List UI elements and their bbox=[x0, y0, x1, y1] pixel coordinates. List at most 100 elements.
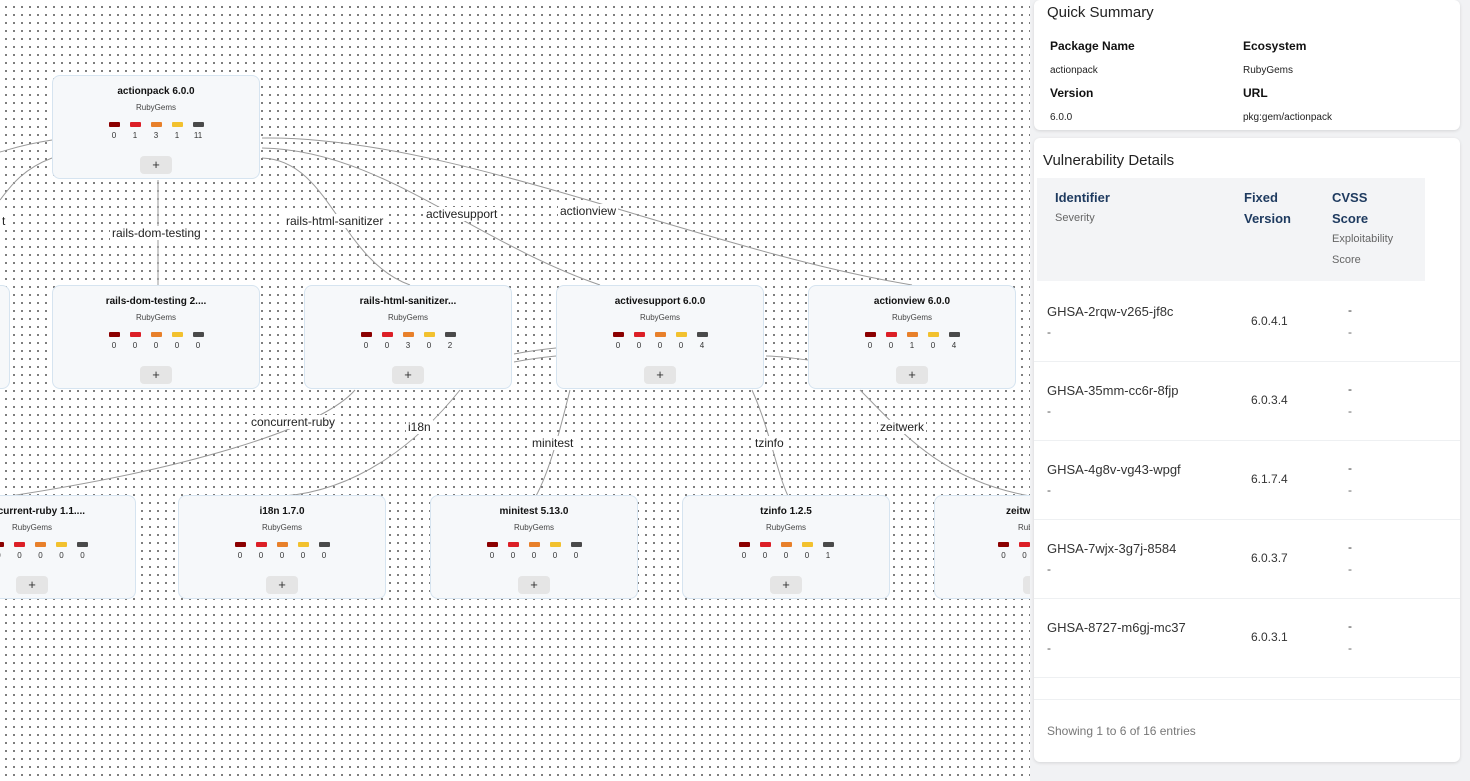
medium-bar bbox=[780, 542, 792, 547]
vulnerability-severity: - bbox=[1047, 483, 1051, 497]
exploitability-header-line1[interactable]: Exploitability bbox=[1332, 233, 1394, 245]
ecosystem-label: Ecosystem bbox=[1243, 39, 1307, 53]
quick-summary-title: Quick Summary bbox=[1047, 4, 1154, 21]
expand-node-button[interactable]: + bbox=[16, 576, 48, 594]
node-ecosystem: RubyGems bbox=[765, 523, 806, 532]
low-bar bbox=[801, 542, 813, 547]
low-bar bbox=[927, 332, 939, 337]
severity-header[interactable]: Severity bbox=[1055, 212, 1095, 224]
cvss-score: - bbox=[1348, 303, 1352, 317]
cvss-score: - bbox=[1348, 461, 1352, 475]
identifier-header[interactable]: Identifier bbox=[1055, 190, 1110, 205]
critical-count: 0 bbox=[867, 341, 873, 350]
graph-node-offscreen[interactable] bbox=[0, 285, 10, 389]
node-title: activesupport 6.0.0 bbox=[614, 296, 706, 307]
package-name-value: actionpack bbox=[1050, 65, 1098, 76]
low-count: 0 bbox=[678, 341, 684, 350]
medium-count: 0 bbox=[153, 341, 159, 350]
expand-node-button[interactable]: + bbox=[644, 366, 676, 384]
cvss-score-header-line1[interactable]: CVSS bbox=[1332, 190, 1368, 205]
graph-node-actionview[interactable]: actionview 6.0.0 RubyGems 0 0 1 0 4 + bbox=[808, 285, 1016, 389]
expand-node-button[interactable]: + bbox=[518, 576, 550, 594]
expand-node-button[interactable]: + bbox=[770, 576, 802, 594]
low-bar bbox=[171, 122, 183, 127]
severity-counts: 0 0 0 0 0 bbox=[179, 542, 385, 560]
graph-node-zeitwerk[interactable]: zeitwe Rub 0 0 + bbox=[934, 495, 1030, 599]
fixed-version: 6.0.4.1 bbox=[1251, 314, 1288, 328]
graph-node-minitest[interactable]: minitest 5.13.0 RubyGems 0 0 0 0 0 + bbox=[430, 495, 638, 599]
unknown-bar bbox=[192, 332, 204, 337]
expand-node-button[interactable]: + bbox=[140, 366, 172, 384]
low-count: 0 bbox=[552, 551, 558, 560]
high-bar bbox=[633, 332, 645, 337]
exploitability-header-line2[interactable]: Score bbox=[1332, 254, 1361, 266]
unknown-count: 4 bbox=[951, 341, 957, 350]
graph-node-rails-dom-testing[interactable]: rails-dom-testing 2.... RubyGems 0 0 0 0… bbox=[52, 285, 260, 389]
high-count: 0 bbox=[132, 341, 138, 350]
fixed-version: 6.0.3.1 bbox=[1251, 630, 1288, 644]
expand-node-button[interactable]: + bbox=[392, 366, 424, 384]
fixed-version: 6.1.7.4 bbox=[1251, 472, 1288, 486]
vulnerability-id[interactable]: GHSA-2rqw-v265-jf8c bbox=[1047, 304, 1174, 319]
critical-bar bbox=[998, 542, 1009, 547]
graph-node-concurrent-ruby[interactable]: current-ruby 1.1.... RubyGems 0 0 0 0 0 … bbox=[0, 495, 136, 599]
critical-bar bbox=[108, 122, 120, 127]
graph-node-activesupport[interactable]: activesupport 6.0.0 RubyGems 0 0 0 0 4 + bbox=[556, 285, 764, 389]
fixed-version: 6.0.3.4 bbox=[1251, 393, 1288, 407]
expand-node-button[interactable]: + bbox=[140, 156, 172, 174]
high-count: 0 bbox=[384, 341, 390, 350]
graph-node-actionpack[interactable]: actionpack 6.0.0 RubyGems 0 1 3 1 11 + bbox=[52, 75, 260, 179]
cvss-score: - bbox=[1348, 540, 1352, 554]
node-ecosystem: RubyGems bbox=[261, 523, 302, 532]
edge-label-tzinfo: tzinfo bbox=[753, 436, 786, 450]
vulnerability-row[interactable]: GHSA-4g8v-vg43-wpgf - 6.1.7.4 - - bbox=[1034, 440, 1460, 520]
medium-count: 0 bbox=[657, 341, 663, 350]
fixed-version-header-line1[interactable]: Fixed bbox=[1244, 190, 1278, 205]
vulnerability-id[interactable]: GHSA-7wjx-3g7j-8584 bbox=[1047, 541, 1177, 556]
edge-sanitizer-i18n bbox=[283, 389, 461, 497]
vulnerability-id[interactable]: GHSA-35mm-cc6r-8fjp bbox=[1047, 383, 1179, 398]
medium-count: 0 bbox=[531, 551, 537, 560]
node-ecosystem: RubyGems bbox=[387, 313, 428, 322]
critical-count: 0 bbox=[741, 551, 747, 560]
vulnerability-id[interactable]: GHSA-4g8v-vg43-wpgf bbox=[1047, 462, 1181, 477]
edge-label-activesupport: activesupport bbox=[424, 207, 500, 221]
expand-node-button[interactable]: + bbox=[896, 366, 928, 384]
critical-bar bbox=[486, 542, 498, 547]
vulnerability-row[interactable]: GHSA-7wjx-3g7j-8584 - 6.0.3.7 - - bbox=[1034, 519, 1460, 599]
graph-node-tzinfo[interactable]: tzinfo 1.2.5 RubyGems 0 0 0 0 1 + bbox=[682, 495, 890, 599]
fixed-version-header-line2[interactable]: Version bbox=[1244, 211, 1291, 226]
unknown-count: 1 bbox=[825, 551, 831, 560]
pagination-info: Showing 1 to 6 of 16 entries bbox=[1047, 724, 1196, 738]
exploitability-score: - bbox=[1348, 404, 1352, 418]
graph-node-i18n[interactable]: i18n 1.7.0 RubyGems 0 0 0 0 0 + bbox=[178, 495, 386, 599]
medium-bar bbox=[654, 332, 666, 337]
exploitability-score: - bbox=[1348, 325, 1352, 339]
dependency-graph-canvas[interactable]: t rails-dom-testing rails-html-sanitizer… bbox=[0, 0, 1030, 781]
unknown-bar bbox=[822, 542, 834, 547]
expand-node-button[interactable]: + bbox=[1023, 576, 1030, 594]
cvss-score: - bbox=[1348, 619, 1352, 633]
vulnerability-row[interactable]: GHSA-35mm-cc6r-8fjp - 6.0.3.4 - - bbox=[1034, 361, 1460, 441]
vulnerability-details-card: Vulnerability Details Identifier Severit… bbox=[1034, 138, 1460, 762]
version-label: Version bbox=[1050, 86, 1094, 100]
severity-counts: 0 0 0 0 4 bbox=[557, 332, 763, 350]
cvss-score-header-line2[interactable]: Score bbox=[1332, 211, 1369, 226]
edge-actionview-activesupport bbox=[765, 355, 809, 361]
vulnerability-id[interactable]: GHSA-8727-m6gj-mc37 bbox=[1047, 620, 1186, 635]
unknown-count: 4 bbox=[699, 341, 705, 350]
vulnerability-row-partial[interactable] bbox=[1034, 677, 1460, 700]
node-ecosystem: RubyGems bbox=[12, 523, 53, 532]
node-ecosystem: Rub bbox=[1018, 523, 1030, 532]
graph-node-rails-html-sanitizer[interactable]: rails-html-sanitizer... RubyGems 0 0 3 0… bbox=[304, 285, 512, 389]
low-count: 0 bbox=[300, 551, 306, 560]
node-ecosystem: RubyGems bbox=[891, 313, 932, 322]
low-bar bbox=[297, 542, 309, 547]
vulnerability-row[interactable]: GHSA-2rqw-v265-jf8c - 6.0.4.1 - - bbox=[1034, 282, 1460, 362]
vulnerability-row[interactable]: GHSA-8727-m6gj-mc37 - 6.0.3.1 - - bbox=[1034, 598, 1460, 678]
expand-node-button[interactable]: + bbox=[266, 576, 298, 594]
low-bar bbox=[549, 542, 561, 547]
unknown-count: 11 bbox=[193, 131, 203, 140]
critical-bar bbox=[234, 542, 246, 547]
node-ecosystem: RubyGems bbox=[135, 313, 176, 322]
